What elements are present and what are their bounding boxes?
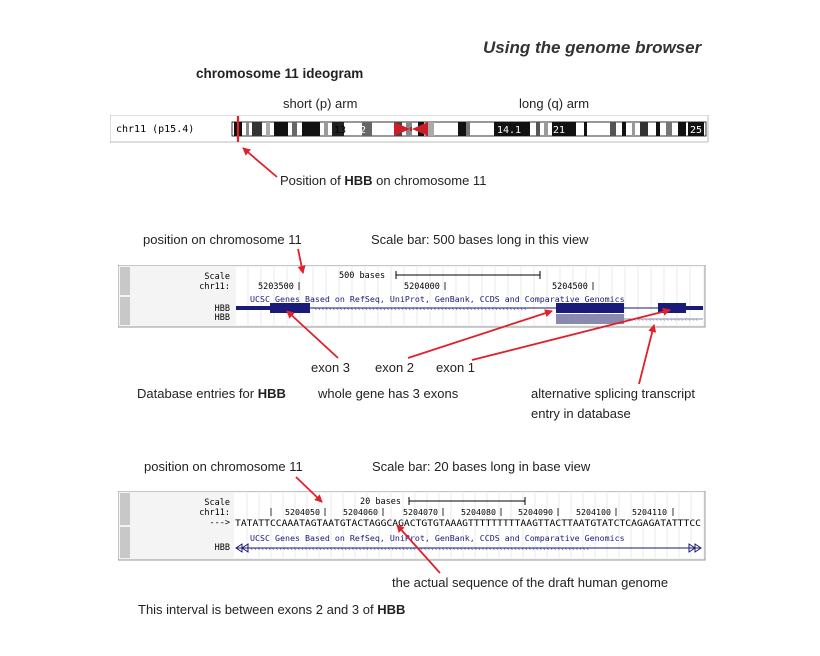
panel1-gene-row-label-2: HBB <box>215 313 230 323</box>
interval-caption: This interval is between exons 2 and 3 o… <box>138 602 406 617</box>
band-25: 25 <box>690 125 702 136</box>
p-arm-label: short (p) arm <box>283 96 358 111</box>
ideogram-track-label: chr11 (p15.4) <box>116 124 194 135</box>
panel2-position-label: position on chromosome 11 <box>144 459 303 474</box>
panel2-coord-5: 5204090 <box>518 507 553 517</box>
panel2-seq-row-label: ---> <box>210 518 230 528</box>
q-arm-label: long (q) arm <box>519 96 590 111</box>
arrow-alt-transcript <box>638 324 657 385</box>
panel2-scale-bar <box>408 497 526 505</box>
band-p12: p12 <box>348 125 366 136</box>
panel2-coord-4: 5204080 <box>461 507 496 517</box>
panel1-scale-label: Scale bar: 500 bases long in this view <box>371 232 589 247</box>
band-13: 13 <box>334 125 346 136</box>
alt-splicing-label-line2: entry in database <box>531 406 631 421</box>
exon3-label: exon 3 <box>311 360 351 375</box>
panel1-chr-row-label: chr11: <box>199 282 230 292</box>
panel2-coord-2: 5204060 <box>343 507 378 517</box>
panel2-track-title: UCSC Genes Based on RefSeq, UniProt, Gen… <box>250 533 625 543</box>
exon1-label: exon 1 <box>436 360 476 375</box>
panel2-scale-label: Scale bar: 20 bases long in base view <box>372 459 591 474</box>
panel1-gene-row-label-1: HBB <box>215 304 230 314</box>
panel1-browser: Scale chr11: HBB HBB 500 bases 5203500 5… <box>118 265 706 328</box>
panel1-scale-text: 500 bases <box>339 271 385 281</box>
panel1-side-button-bottom[interactable] <box>120 297 130 325</box>
panel2-coord-3: 5204070 <box>403 507 438 517</box>
panel2-gene-row-label: HBB <box>215 543 230 553</box>
hbb-position-caption: Position of HBB on chromosome 11 <box>280 173 487 188</box>
chromosome-11-ideogram <box>231 121 707 137</box>
panel2-chr-row-label: chr11: <box>199 508 230 518</box>
hbb-gene-model: ‹‹‹‹‹‹‹‹‹‹‹‹‹‹‹‹‹‹‹‹‹‹‹‹‹‹‹‹‹‹‹‹‹‹‹‹‹‹‹‹… <box>236 303 703 313</box>
panel1-scale-bar <box>395 271 541 279</box>
centromere <box>394 122 428 136</box>
band-21: 21 <box>553 125 565 136</box>
arrow-hbb-position <box>242 147 278 178</box>
panel2-scale-text: 20 bases <box>360 497 401 507</box>
ideogram-track: chr11 (p15.4) 13 p1 <box>110 115 709 143</box>
panel2-coord-6: 5204100 <box>576 507 611 517</box>
panel1-coord-3: 5204500 <box>552 282 588 292</box>
svg-text:‹‹‹‹‹‹‹‹‹‹‹‹‹‹‹‹‹‹‹: ‹‹‹‹‹‹‹‹‹‹‹‹‹‹‹‹‹‹‹ <box>630 317 699 324</box>
panel1-coord-1: 5203500 <box>258 282 294 292</box>
ideogram-heading: chromosome 11 ideogram <box>196 66 364 81</box>
page-title: Using the genome browser <box>483 38 702 57</box>
panel2-coord-1: 5204050 <box>285 507 320 517</box>
panel2-coord-7: 5204110 <box>632 507 667 517</box>
panel1-side-button-top[interactable] <box>120 267 130 295</box>
panel1-coord-2: 5204000 <box>404 282 440 292</box>
panel2-side-button-bottom[interactable] <box>120 527 130 558</box>
panel2-scale-row-label: Scale <box>204 498 230 508</box>
panel2-browser: Scale chr11: ---> HBB 20 bases 5204050 5… <box>118 491 706 561</box>
exon2-label: exon 2 <box>375 360 415 375</box>
panel2-grid <box>246 493 692 558</box>
whole-gene-label: whole gene has 3 exons <box>318 386 459 401</box>
database-entries-label: Database entries for HBB <box>137 386 286 401</box>
sequence-caption: the actual sequence of the draft human g… <box>392 575 669 590</box>
panel1-scale-row-label: Scale <box>204 272 230 282</box>
genome-sequence: TATATTCCAAATAGTAATGTACTAGGCAGACTGTGTAAAG… <box>235 519 701 529</box>
panel2-side-button-top[interactable] <box>120 493 130 525</box>
svg-text:‹‹‹‹‹‹‹‹‹‹‹‹‹‹‹‹‹‹‹‹‹‹‹‹‹‹‹‹‹‹: ‹‹‹‹‹‹‹‹‹‹‹‹‹‹‹‹‹‹‹‹‹‹‹‹‹‹‹‹‹‹‹‹‹‹‹‹‹‹‹‹… <box>314 306 527 313</box>
panel2-track-area <box>234 493 703 558</box>
alt-splicing-label-line1: alternative splicing transcript <box>531 386 696 401</box>
band-14-1: 14.1 <box>497 125 521 136</box>
svg-text:‹‹‹‹‹‹‹‹‹‹‹‹‹‹‹‹‹‹‹‹‹‹‹‹‹‹‹‹‹‹: ‹‹‹‹‹‹‹‹‹‹‹‹‹‹‹‹‹‹‹‹‹‹‹‹‹‹‹‹‹‹‹‹‹‹‹‹‹‹‹‹… <box>250 546 590 553</box>
panel1-position-label: position on chromosome 11 <box>143 232 302 247</box>
panel1-track-title: UCSC Genes Based on RefSeq, UniProt, Gen… <box>250 294 625 304</box>
